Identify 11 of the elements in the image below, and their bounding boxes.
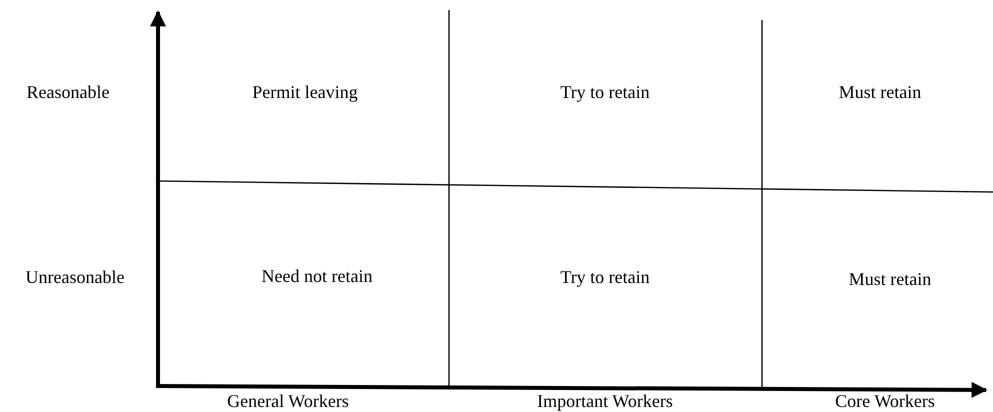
axis-label: Unreasonable	[26, 268, 124, 288]
quadrant-text: Permit leaving	[252, 83, 358, 103]
axis-label: Reasonable	[26, 83, 110, 103]
quadrant-text: Need not retain	[262, 267, 372, 287]
axis-label: General Workers	[227, 392, 349, 412]
quadrant-text: Must retain	[838, 83, 922, 103]
axis-label: Important Workers	[537, 392, 673, 412]
quadrant-text: Try to retain	[560, 268, 650, 288]
axis-label: Core Workers	[835, 392, 935, 412]
quadrant-text: Must retain	[848, 270, 932, 290]
quadrant-text: Try to retain	[560, 83, 650, 103]
